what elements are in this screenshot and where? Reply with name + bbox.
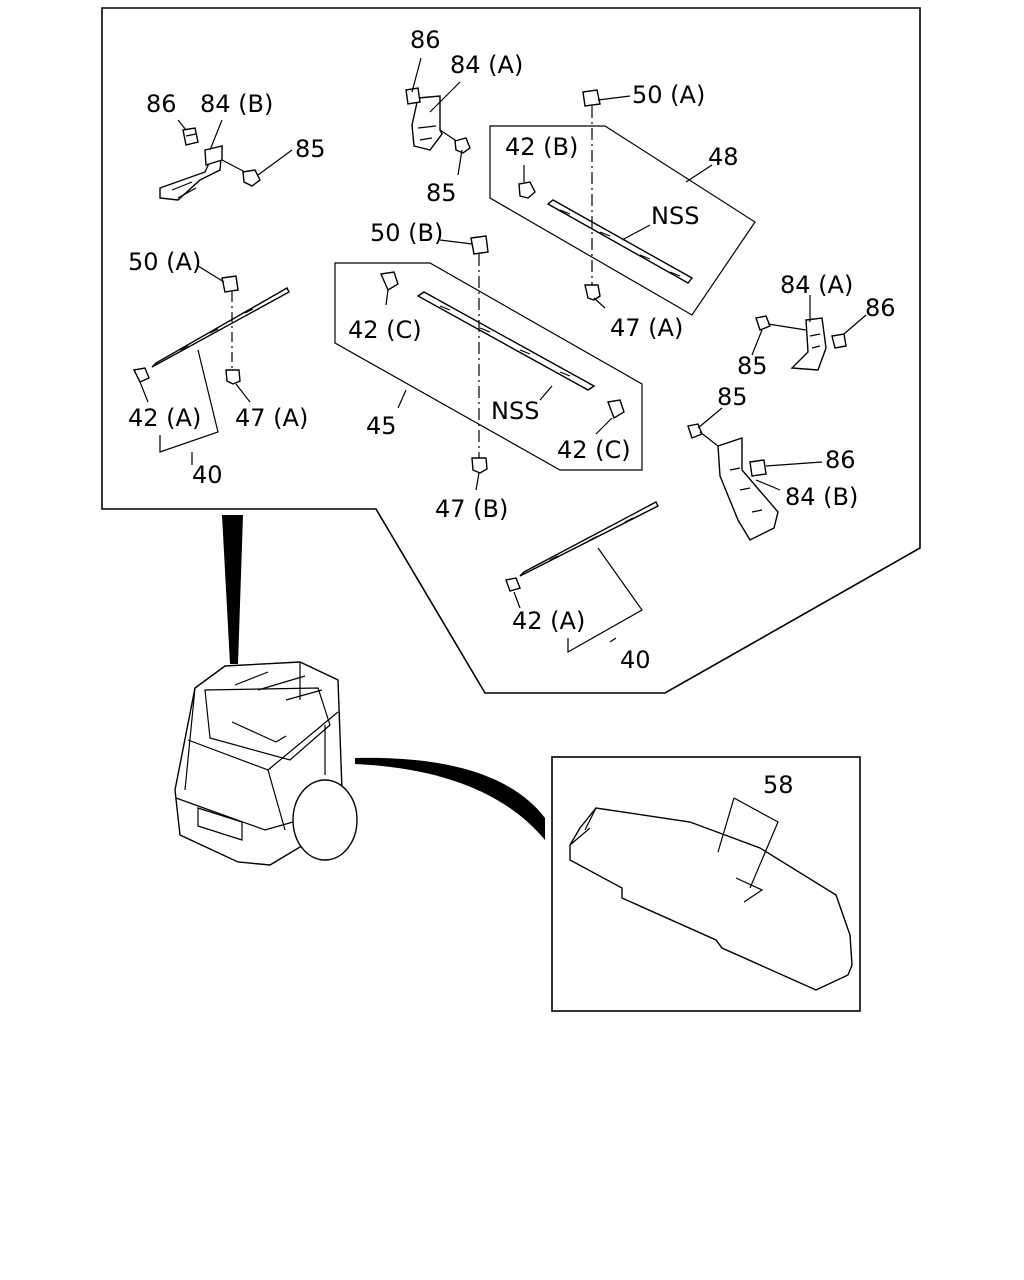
clip-50b [470, 235, 489, 255]
label-84b-upper-left: 84 (B) [200, 90, 273, 118]
label-47b: 47 (B) [435, 495, 508, 523]
label-86-right-upper: 86 [865, 294, 896, 322]
fastener-47b [471, 457, 488, 474]
label-47a-left: 47 (A) [235, 404, 308, 432]
label-84b-right: 84 (B) [785, 483, 858, 511]
clip-42c-left [379, 271, 399, 292]
bracket-84b-upper-left [159, 144, 223, 201]
fastener-47a-right [584, 284, 601, 301]
clip-50a-left [221, 275, 239, 293]
screw-85-right-lower [687, 423, 719, 447]
clip-42a-left [132, 367, 150, 383]
label-nss-center: NSS [491, 397, 539, 425]
bracket-84b-right [717, 437, 779, 541]
leader-lines [139, 57, 867, 654]
clip-50a-top [582, 89, 601, 107]
molding-strip-45 [416, 291, 596, 391]
label-40-bottom: 40 [620, 646, 651, 674]
label-47a-right: 47 (A) [610, 314, 683, 342]
label-50a-left: 50 (A) [128, 248, 201, 276]
molding-strip-48 [546, 199, 694, 284]
label-48: 48 [708, 143, 739, 171]
sunvisor-panel-58 [569, 807, 853, 991]
bracket-84a-right [790, 317, 827, 371]
group-box-48 [489, 125, 756, 316]
clip-86-right-upper [831, 333, 847, 349]
label-84a-right: 84 (A) [780, 271, 853, 299]
label-50b: 50 (B) [370, 219, 443, 247]
inset-frame [551, 756, 861, 1012]
label-86-upper-left: 86 [146, 90, 177, 118]
molding-strip-40-bottom [519, 501, 659, 577]
clip-86-upper-left [182, 127, 199, 146]
label-85-upper-left: 85 [295, 135, 326, 163]
label-50a-top: 50 (A) [632, 81, 705, 109]
clip-42b [518, 181, 536, 199]
clip-86-right-lower [749, 459, 767, 477]
label-85-top: 85 [426, 179, 457, 207]
label-42a-left: 42 (A) [128, 404, 201, 432]
clip-42c-right [607, 399, 625, 420]
label-42b: 42 (B) [505, 133, 578, 161]
clip-86-top [405, 87, 421, 105]
clip-42a-bottom [505, 577, 521, 592]
label-86-right-lower: 86 [825, 446, 856, 474]
label-86-top: 86 [410, 26, 441, 54]
screw-85-top [439, 129, 471, 154]
callout-labels: 86 84 (A) 50 (A) 86 84 (B) 85 42 (B) 48 … [128, 26, 896, 799]
fastener-47a-left [225, 369, 241, 385]
label-45: 45 [366, 412, 397, 440]
label-84a-top: 84 (A) [450, 51, 523, 79]
molding-strip-40-left [151, 287, 290, 368]
label-85-right-upper: 85 [737, 352, 768, 380]
label-40-left: 40 [192, 461, 223, 489]
inset-pointer [355, 757, 545, 840]
label-85-right-lower: 85 [717, 383, 748, 411]
truck-cab-illustration [174, 515, 358, 866]
main-detail-frame [101, 7, 921, 694]
group-box-45 [334, 262, 643, 471]
label-nss-upper: NSS [651, 202, 699, 230]
label-42c-right: 42 (C) [557, 436, 631, 464]
leader-58-box [717, 797, 779, 889]
screw-85-upper-left [221, 159, 261, 187]
screw-85-right-upper [755, 315, 807, 331]
label-42a-bottom: 42 (A) [512, 607, 585, 635]
label-58: 58 [763, 771, 794, 799]
label-42c-left: 42 (C) [348, 316, 422, 344]
